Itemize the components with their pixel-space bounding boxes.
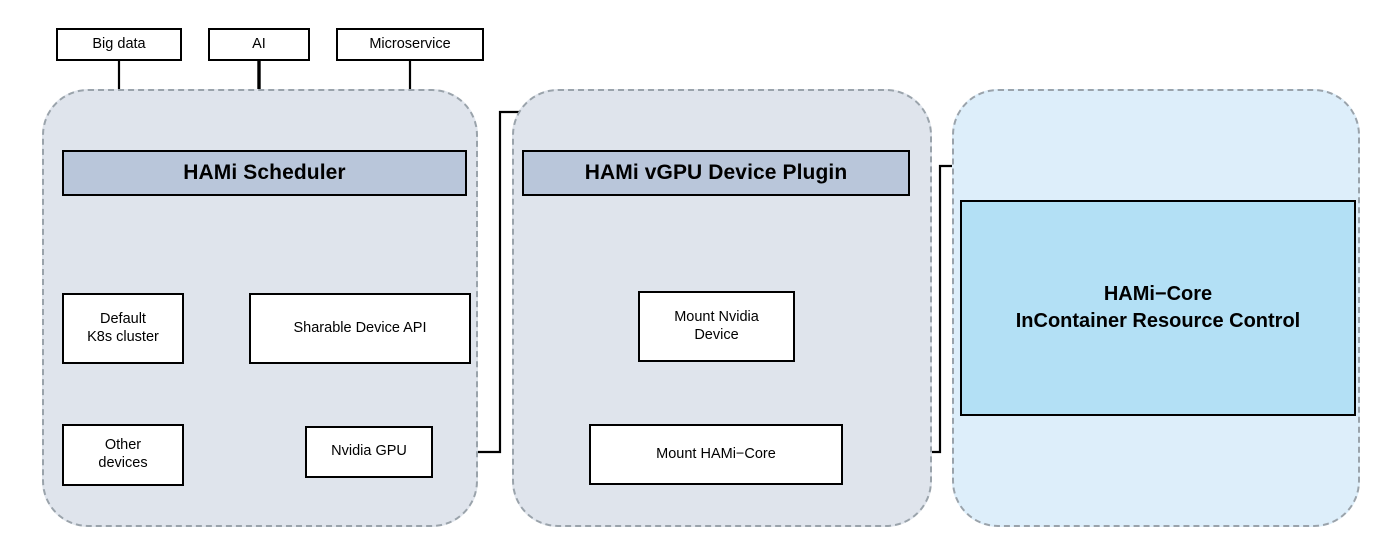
- node-mount-hami-core[interactable]: Mount HAMi−Core: [589, 424, 843, 485]
- node-hami-vgpu-device-plugin[interactable]: HAMi vGPU Device Plugin: [522, 150, 910, 196]
- node-big-data[interactable]: Big data: [56, 28, 182, 61]
- node-default-k8s-cluster[interactable]: Default K8s cluster: [62, 293, 184, 364]
- node-mount-nvidia-device[interactable]: Mount Nvidia Device: [638, 291, 795, 362]
- node-ai[interactable]: AI: [208, 28, 310, 61]
- node-other-devices[interactable]: Other devices: [62, 424, 184, 486]
- node-sharable-device-api[interactable]: Sharable Device API: [249, 293, 471, 364]
- node-hami-core[interactable]: HAMi−Core InContainer Resource Control: [960, 200, 1356, 416]
- node-nvidia-gpu[interactable]: Nvidia GPU: [305, 426, 433, 478]
- node-microservice[interactable]: Microservice: [336, 28, 484, 61]
- node-hami-scheduler[interactable]: HAMi Scheduler: [62, 150, 467, 196]
